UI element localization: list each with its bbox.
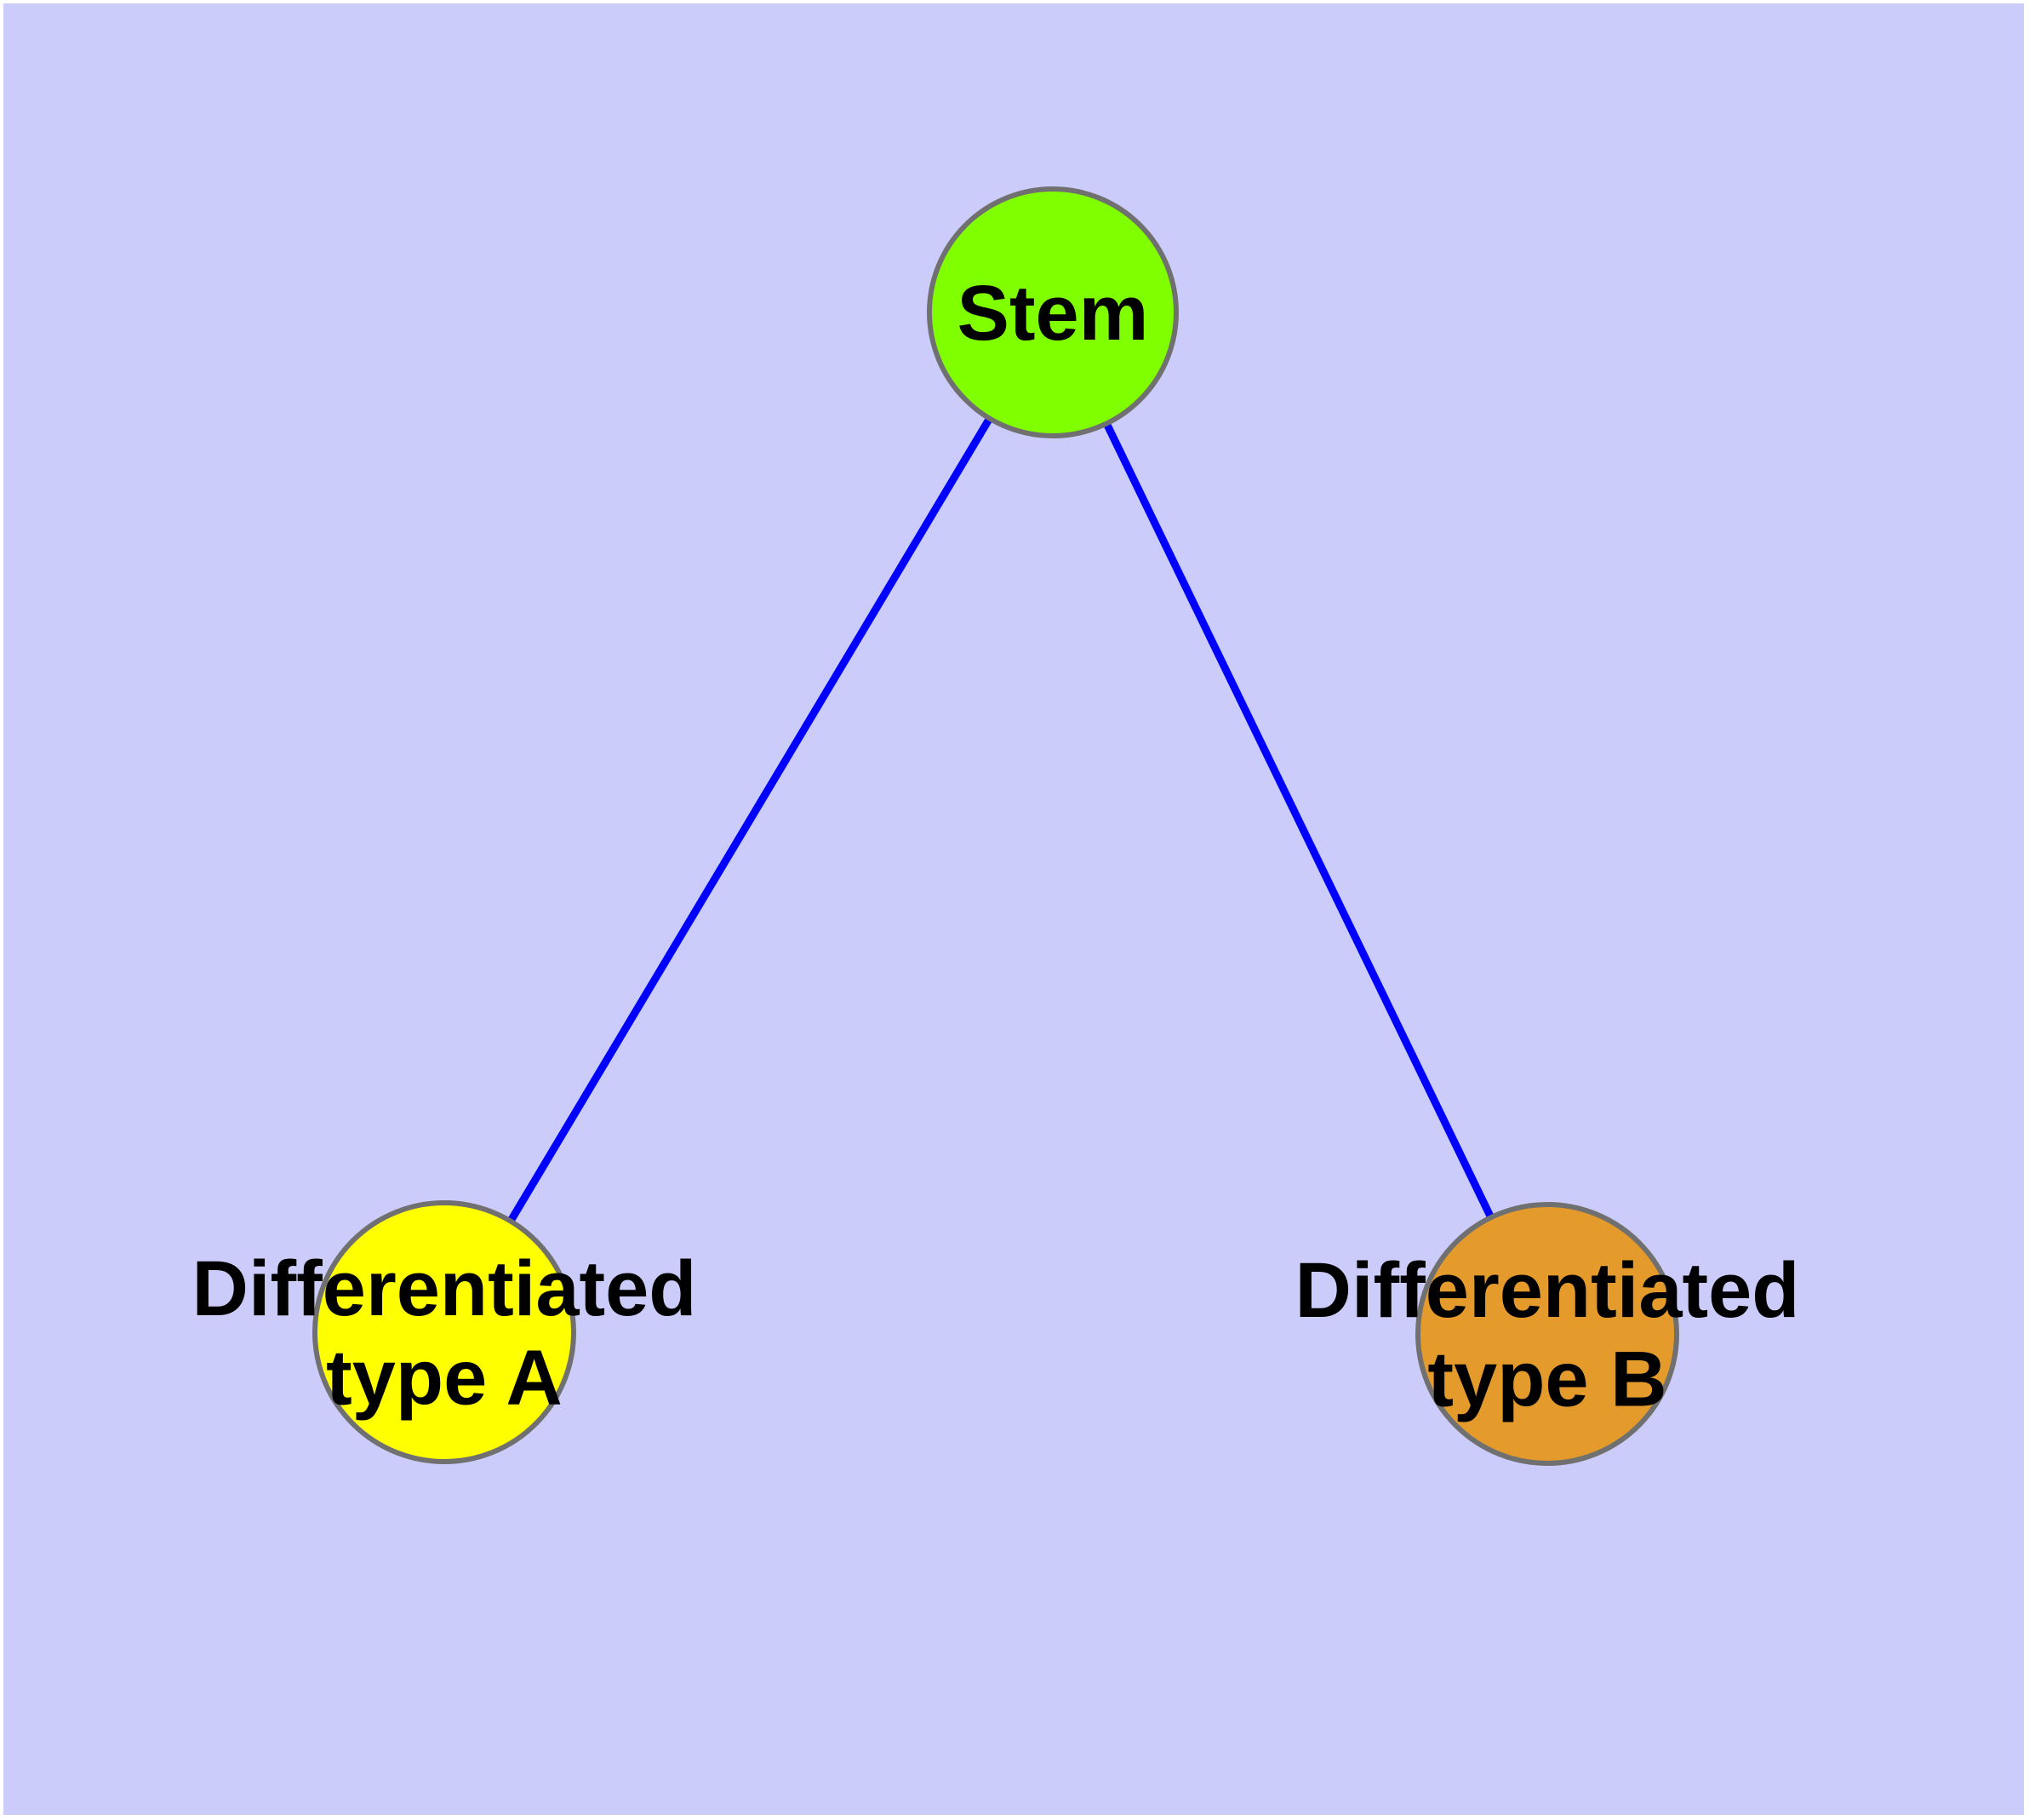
graph-node-diff_a[interactable] [312,1200,576,1464]
label-line: type A [326,1335,563,1422]
graph-node-stem[interactable] [927,186,1179,438]
graph-node-diff_b[interactable] [1415,1202,1679,1466]
node-layer [312,186,1679,1466]
graph-edge-stem-diff_a[interactable] [507,416,993,1223]
graph-edge-stem-diff_b[interactable] [1103,421,1495,1220]
edge-layer [507,416,1495,1223]
graph-node-label-stem: Stem [957,270,1149,357]
label-line: Stem [957,270,1149,357]
label-line: type B [1427,1336,1666,1423]
label-line: Differentiated [192,1245,697,1332]
label-line: Differentiated [1295,1247,1800,1334]
